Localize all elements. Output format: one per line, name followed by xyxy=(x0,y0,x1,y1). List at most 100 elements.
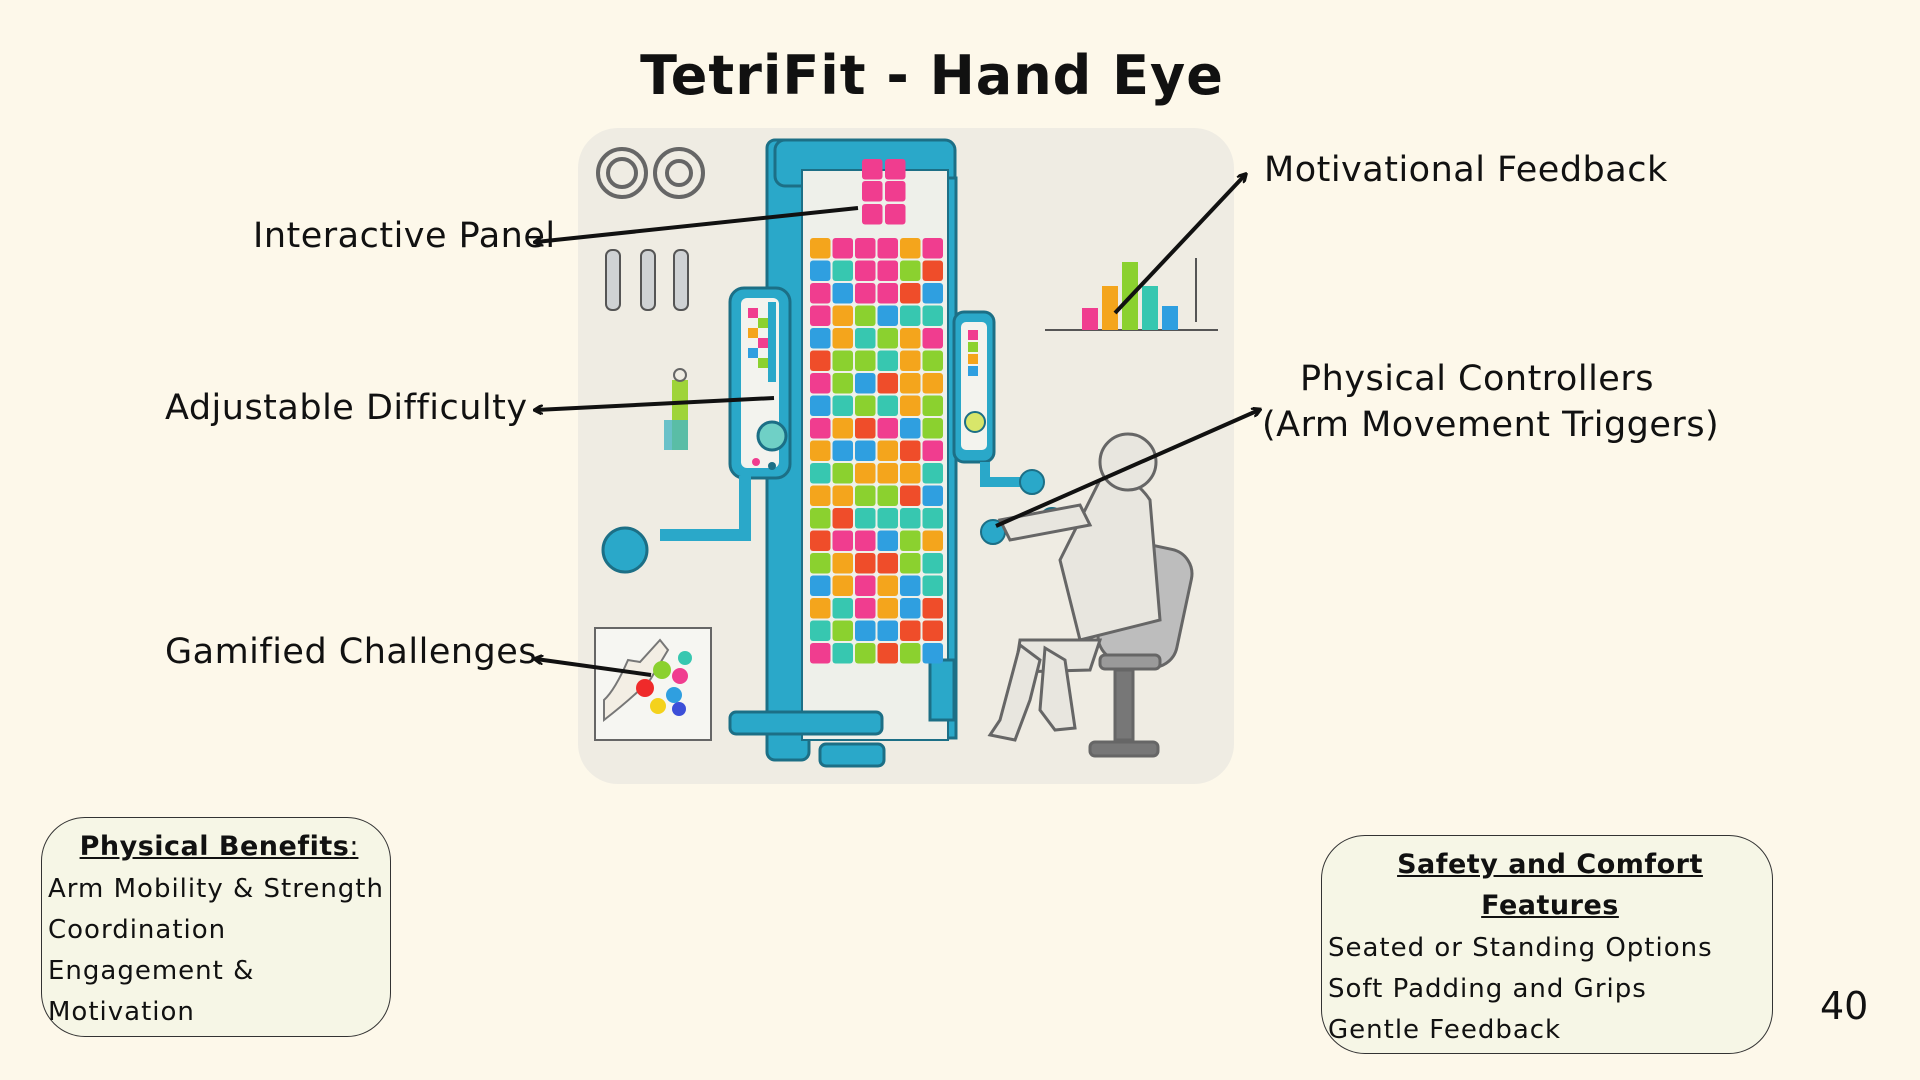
safety-item: Seated or Standing Options xyxy=(1328,933,1713,963)
tetris-tiles xyxy=(810,159,943,664)
physical-benefits-box: Physical Benefits: Arm Mobility & Streng… xyxy=(41,817,391,1037)
tetris-tile xyxy=(877,508,898,529)
tetris-tile xyxy=(877,620,898,641)
tetris-tile xyxy=(900,508,921,529)
tetris-tile xyxy=(855,395,876,416)
tetris-tile xyxy=(877,418,898,439)
tetris-tile xyxy=(922,643,943,664)
tetris-tile xyxy=(855,305,876,326)
tetris-tile xyxy=(877,485,898,506)
tetris-tile xyxy=(922,305,943,326)
tetris-tile xyxy=(922,530,943,551)
tetris-tile xyxy=(810,305,831,326)
tetris-tile xyxy=(900,328,921,349)
safety-features-title: Safety and Comfort Features xyxy=(1397,849,1703,921)
tetris-tile xyxy=(877,373,898,394)
label-physical-controllers-line2: (Arm Movement Triggers) xyxy=(1262,405,1720,445)
tetris-tile xyxy=(922,575,943,596)
arrow-adjustable-difficulty xyxy=(536,396,775,410)
benefit-item: Arm Mobility & Strength xyxy=(48,874,384,904)
tetris-tile xyxy=(922,620,943,641)
tetris-tile xyxy=(900,530,921,551)
grip-bars-sketch xyxy=(605,249,689,311)
tetris-tile xyxy=(832,485,853,506)
tetris-tile xyxy=(832,440,853,461)
tetris-tile xyxy=(832,350,853,371)
tetris-tile xyxy=(922,283,943,304)
tetris-tile xyxy=(832,598,853,619)
tetris-tile xyxy=(855,530,876,551)
tetris-tile xyxy=(832,283,853,304)
tetris-tile xyxy=(900,643,921,664)
tetris-tile xyxy=(810,530,831,551)
tetris-tile xyxy=(832,260,853,281)
tetris-tile xyxy=(877,260,898,281)
tetris-tile xyxy=(832,508,853,529)
tetris-tile xyxy=(877,530,898,551)
tetris-tile xyxy=(855,643,876,664)
tetris-tile xyxy=(900,373,921,394)
tetris-tile xyxy=(922,350,943,371)
tetris-tile xyxy=(810,373,831,394)
tetris-tile xyxy=(922,395,943,416)
tetris-tile xyxy=(810,598,831,619)
label-motivational-feedback: Motivational Feedback xyxy=(1264,150,1668,190)
tetris-tile xyxy=(855,283,876,304)
hand-balls-sketch xyxy=(594,627,712,741)
tetris-tile xyxy=(832,643,853,664)
falling-piece-tile xyxy=(862,204,883,225)
tetris-tile xyxy=(922,418,943,439)
label-gamified-challenges: Gamified Challenges xyxy=(165,632,538,672)
tetris-tile xyxy=(922,485,943,506)
tetris-tile xyxy=(900,485,921,506)
tetris-tile xyxy=(922,463,943,484)
tetris-tile xyxy=(900,463,921,484)
tetris-tile xyxy=(900,440,921,461)
tetris-tile xyxy=(900,350,921,371)
falling-piece-tile xyxy=(885,181,906,202)
tetris-tile xyxy=(877,305,898,326)
tetris-tile xyxy=(855,238,876,259)
physical-benefits-title: Physical Benefits xyxy=(79,831,350,862)
tetris-tile xyxy=(922,440,943,461)
tetris-tile xyxy=(855,350,876,371)
tetris-tile xyxy=(810,418,831,439)
tetris-tile xyxy=(877,440,898,461)
tetris-tile xyxy=(855,328,876,349)
tetris-tile xyxy=(900,553,921,574)
tetris-tile xyxy=(877,350,898,371)
tetris-tile xyxy=(855,260,876,281)
tetris-tile xyxy=(877,598,898,619)
tetris-tile xyxy=(900,395,921,416)
tetris-tile xyxy=(832,463,853,484)
benefit-item: Coordination xyxy=(48,915,227,945)
tetris-tile xyxy=(922,328,943,349)
tetris-tile xyxy=(877,463,898,484)
label-physical-controllers-line1: Physical Controllers xyxy=(1300,359,1654,399)
label-adjustable-difficulty: Adjustable Difficulty xyxy=(165,388,528,428)
tetris-tile xyxy=(900,620,921,641)
tetris-tile xyxy=(922,598,943,619)
safety-item: Soft Padding and Grips xyxy=(1328,974,1647,1004)
annotation-arrows xyxy=(536,175,1259,677)
tetris-tile xyxy=(900,575,921,596)
falling-piece-tile xyxy=(885,159,906,180)
tetris-tile xyxy=(832,530,853,551)
tetris-tile xyxy=(810,283,831,304)
tetris-tile xyxy=(877,553,898,574)
tetris-tile xyxy=(832,418,853,439)
tetris-tile xyxy=(832,238,853,259)
safety-item: Gentle Feedback xyxy=(1328,1015,1562,1045)
tetris-tile xyxy=(810,553,831,574)
label-interactive-panel: Interactive Panel xyxy=(253,216,556,256)
tetris-tile xyxy=(810,463,831,484)
falling-piece-tile xyxy=(885,204,906,225)
tetris-tile xyxy=(900,283,921,304)
tetris-tile xyxy=(810,238,831,259)
left-control-panel xyxy=(601,286,792,574)
safety-features-box: Safety and Comfort Features Seated or St… xyxy=(1321,835,1773,1054)
arrow-motivational-feedback xyxy=(1113,175,1245,315)
tetris-tile xyxy=(855,463,876,484)
tetris-tile xyxy=(877,283,898,304)
